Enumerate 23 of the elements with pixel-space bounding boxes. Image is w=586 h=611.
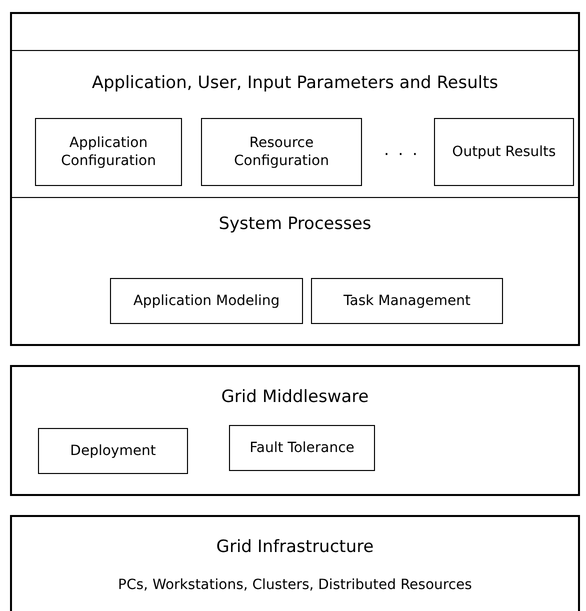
- layer-panel: [10, 515, 580, 611]
- ellipsis: . . .: [384, 140, 420, 159]
- component-label: Fault Tolerance: [250, 439, 354, 457]
- layer-panel: [10, 12, 580, 346]
- component-box: [311, 278, 503, 324]
- component-box: [229, 425, 375, 471]
- component-label: Resource Configuration: [233, 134, 330, 170]
- component-box: [434, 118, 574, 186]
- component-label: Deployment: [70, 442, 156, 460]
- layer-heading: Grid Middlesware: [220, 387, 370, 407]
- layer-panel: [10, 365, 580, 496]
- component-box: [201, 118, 362, 186]
- component-box: [35, 118, 182, 186]
- layer-description: PCs, Workstations, Clusters, Distributed Resources: [117, 577, 473, 593]
- component-label: Output Results: [452, 143, 556, 161]
- component-box: [38, 428, 188, 474]
- component-box: [110, 278, 303, 324]
- component-label: Application Modeling: [133, 292, 280, 310]
- layer-heading: System Processes: [218, 214, 372, 234]
- layer-heading: Application, User, Input Parameters and Results: [90, 73, 500, 93]
- component-label: Application Configuration: [60, 134, 157, 170]
- layer-heading: Grid Infrastructure: [215, 537, 375, 557]
- component-label: Task Management: [344, 292, 470, 310]
